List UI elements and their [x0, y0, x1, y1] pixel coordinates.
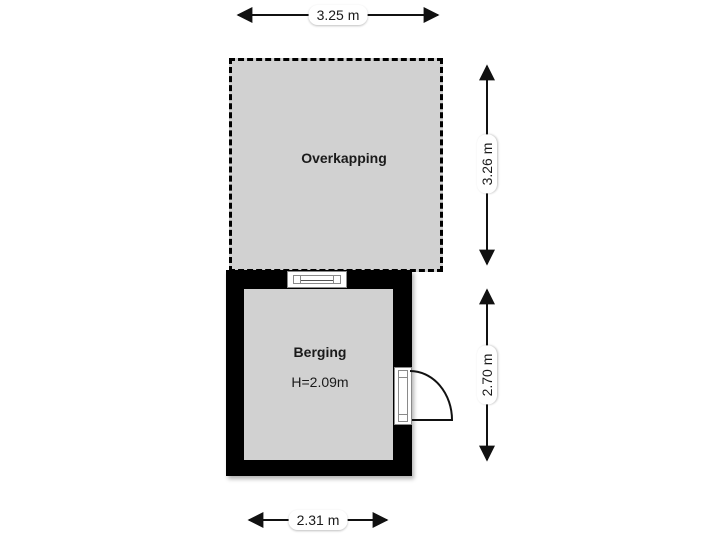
door-jamb [398, 370, 408, 422]
window-icon [287, 271, 347, 288]
dimension-label-top: 3.25 m [308, 5, 368, 25]
dimension-label-right-lower: 2.70 m [477, 345, 497, 405]
door-icon [394, 367, 412, 425]
room-label-berging: Berging [293, 344, 347, 360]
dimension-label-bottom: 2.31 m [288, 510, 348, 530]
room-overkapping-area [229, 58, 443, 272]
room-label-overkapping: Overkapping [301, 150, 387, 166]
window-glass-line [301, 279, 333, 281]
door-swing-arc [409, 370, 454, 421]
room-berging-floor [244, 289, 393, 460]
room-berging-ceiling-height: H=2.09m [291, 374, 349, 390]
dimension-label-right-upper: 3.26 m [477, 134, 497, 194]
